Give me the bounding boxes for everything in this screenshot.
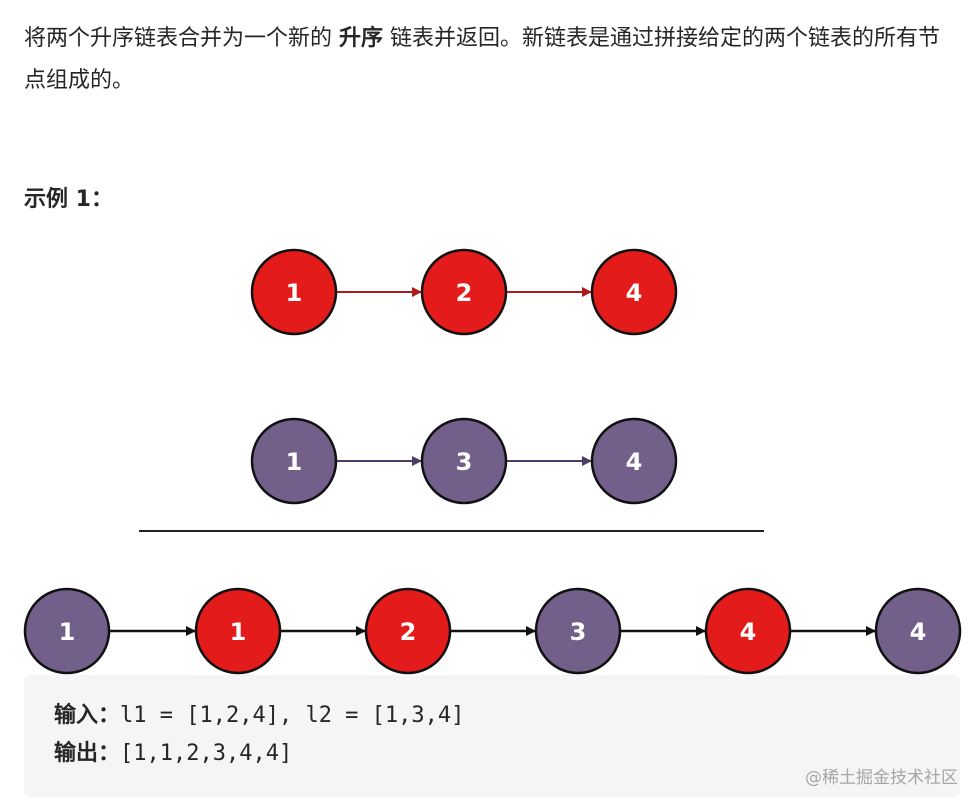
list1-node-3: 4 (590, 248, 678, 336)
node-circle (194, 587, 282, 675)
node-value: 4 (910, 618, 927, 646)
node-value: 4 (626, 279, 643, 307)
input-label: 输入： (54, 703, 121, 728)
merged-node-1: 1 (23, 587, 111, 675)
node-circle (420, 417, 508, 505)
list2-node-3: 4 (590, 417, 678, 505)
intro-text-after: 链表并返回。新链表是通过拼接给定的两个链表的所有节点组成的。 (24, 26, 941, 93)
node-circle (590, 417, 678, 505)
watermark: @稀土掘金技术社区 (805, 768, 958, 788)
merged-node-5: 4 (704, 587, 792, 675)
output-value: [1,1,2,3,4,4] (120, 741, 293, 766)
node-circle (250, 248, 338, 336)
node-value: 1 (286, 448, 303, 476)
intro-emphasis: 升序 (339, 26, 384, 51)
node-value: 4 (740, 618, 757, 646)
list1-node-2: 2 (420, 248, 508, 336)
node-value: 1 (286, 279, 303, 307)
node-value: 2 (400, 618, 417, 646)
node-value: 2 (456, 279, 473, 307)
node-circle (874, 587, 962, 675)
output-label: 输出： (54, 741, 121, 766)
merged-node-6: 4 (874, 587, 962, 675)
node-circle (250, 417, 338, 505)
input-line: 输入：l1 = [1,2,4], l2 = [1,3,4] (54, 697, 960, 735)
node-circle (590, 248, 678, 336)
node-circle (23, 587, 111, 675)
merged-node-3: 2 (364, 587, 452, 675)
list1-row: 1 2 4 (250, 248, 678, 336)
node-value: 1 (59, 618, 76, 646)
node-value: 4 (626, 448, 643, 476)
list2-node-1: 1 (250, 417, 338, 505)
node-value: 3 (456, 448, 473, 476)
node-value: 1 (230, 618, 247, 646)
example-heading: 示例 1： (24, 187, 113, 212)
merged-row: 1 1 2 3 4 4 (23, 587, 962, 675)
intro-text-before: 将两个升序链表合并为一个新的 (24, 26, 339, 51)
problem-description: 将两个升序链表合并为一个新的 升序 链表并返回。新链表是通过拼接给定的两个链表的… (24, 18, 959, 102)
node-circle (704, 587, 792, 675)
list1-node-1: 1 (250, 248, 338, 336)
list2-node-2: 3 (420, 417, 508, 505)
node-circle (364, 587, 452, 675)
output-line: 输出：[1,1,2,3,4,4] (54, 735, 960, 773)
node-value: 3 (570, 618, 587, 646)
list2-row: 1 3 4 (250, 417, 678, 505)
merged-node-2: 1 (194, 587, 282, 675)
example-code-block: 输入：l1 = [1,2,4], l2 = [1,3,4] 输出：[1,1,2,… (24, 675, 960, 797)
node-circle (534, 587, 622, 675)
merged-node-4: 3 (534, 587, 622, 675)
input-value: l1 = [1,2,4], l2 = [1,3,4] (120, 703, 465, 728)
node-circle (420, 248, 508, 336)
